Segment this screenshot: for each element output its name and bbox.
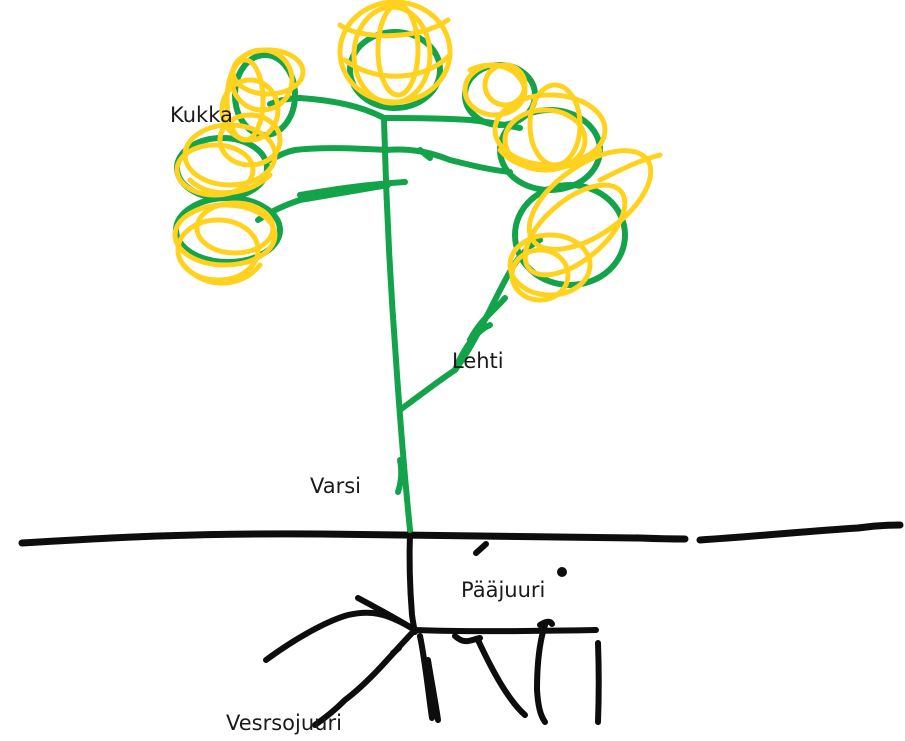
label-leaf: Lehti xyxy=(452,351,504,372)
taproot xyxy=(410,532,415,632)
label-flower: Kukka xyxy=(170,105,233,126)
label-stem: Varsi xyxy=(310,476,361,497)
ground-line xyxy=(22,525,900,543)
root-dot xyxy=(557,567,567,577)
label-side-root: Vesrsojuuri xyxy=(226,713,342,734)
flower-right-upper xyxy=(465,65,525,115)
flower-left-lower xyxy=(175,203,275,283)
label-taproot: Pääjuuri xyxy=(461,580,545,601)
stem-system xyxy=(258,98,540,530)
root-system xyxy=(266,532,599,725)
leaf-branch xyxy=(400,240,540,410)
